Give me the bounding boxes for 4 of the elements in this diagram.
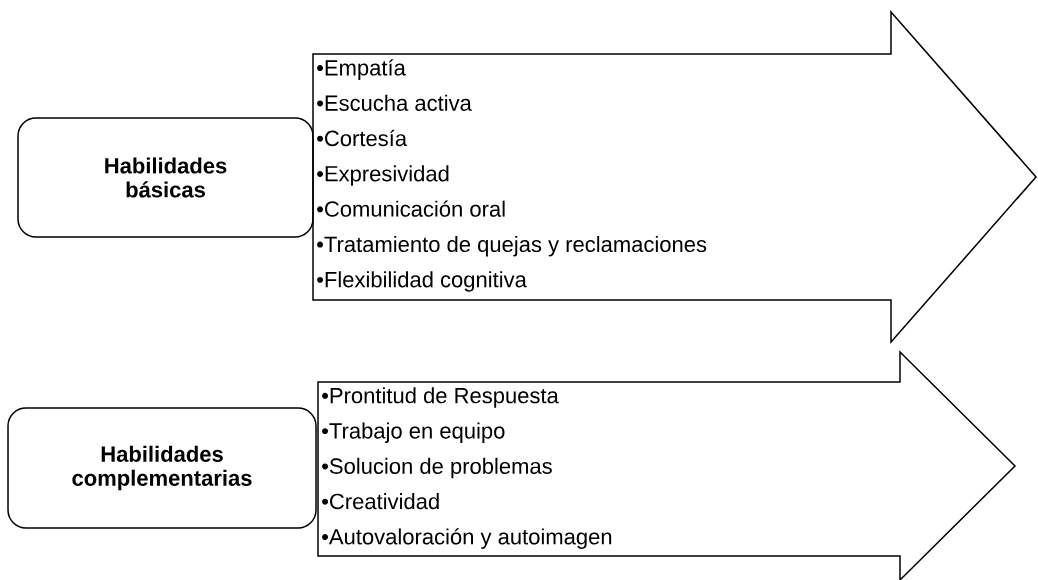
list-panel: •Empatía •Escucha activa •Cortesía •Expresividad •Comunicación oral •Tratamiento de quejas y reclamaciones •Flexibilidad cognitiva — [312, 10, 1037, 344]
list-panel: •Prontitud de Respuesta •Trabajo en equipo •Solucion de problemas •Creatividad •Autovaloración y autoimagen — [317, 350, 1017, 580]
rounded-box: Habilidades complementarias — [7, 407, 317, 529]
rounded-box: Habilidades básicas — [17, 117, 314, 238]
